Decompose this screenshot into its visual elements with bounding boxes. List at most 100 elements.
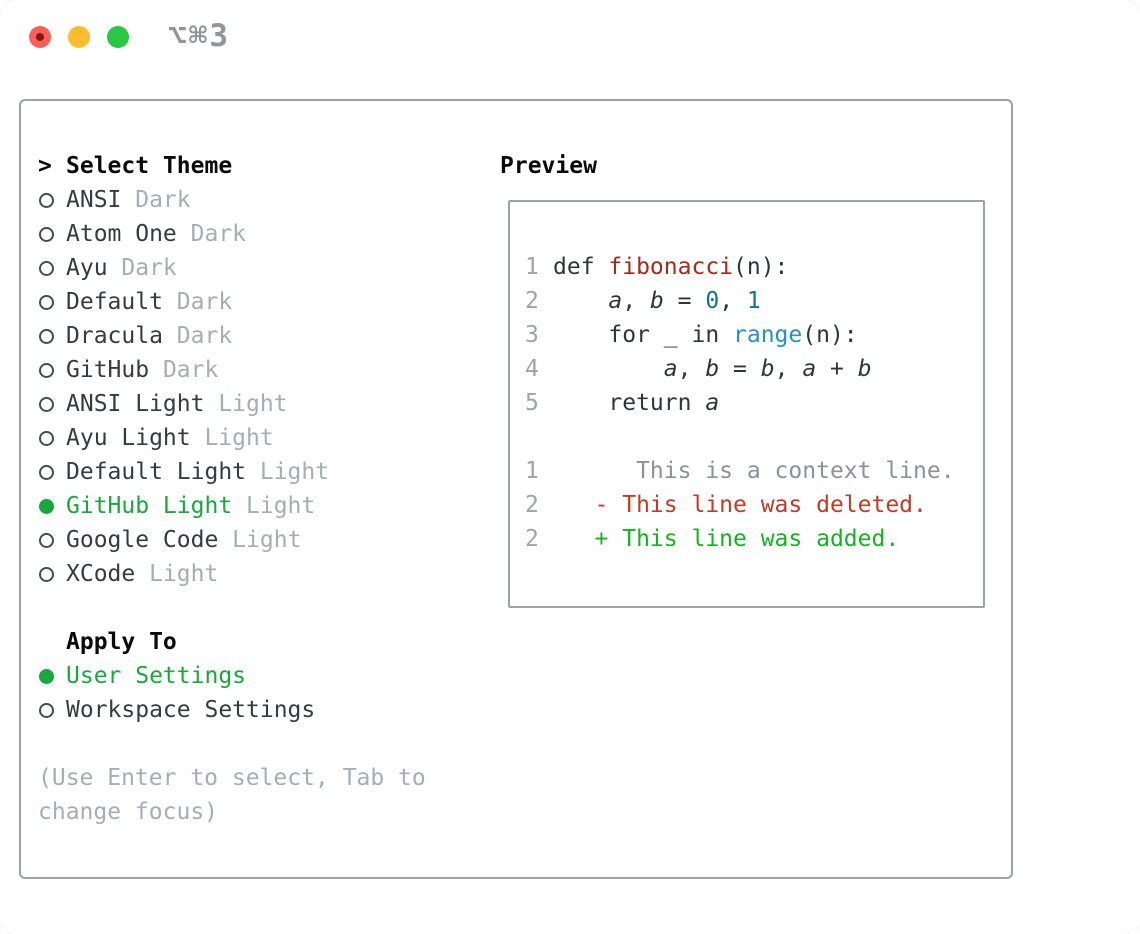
radio-icon bbox=[39, 226, 54, 242]
theme-item-default-light[interactable]: Default Light Light bbox=[38, 455, 426, 489]
code-token: a bbox=[802, 356, 817, 382]
select-theme-title: Select Theme bbox=[66, 153, 233, 179]
option-label: Workspace Settings bbox=[66, 697, 316, 723]
code-line: 2 - This line was deleted. bbox=[525, 488, 955, 522]
radio-icon bbox=[39, 532, 54, 548]
minimize-button[interactable] bbox=[68, 26, 90, 48]
option-label: Default bbox=[66, 289, 163, 315]
code-token: = bbox=[663, 288, 706, 314]
code-token: = bbox=[719, 356, 761, 382]
option-label: ANSI Light bbox=[66, 391, 205, 417]
theme-item-google-code[interactable]: Google Code Light bbox=[38, 523, 426, 557]
traffic-lights bbox=[29, 26, 129, 48]
radio-icon bbox=[39, 566, 54, 582]
radio-selected-icon bbox=[39, 498, 54, 514]
line-number: 2 bbox=[525, 492, 539, 518]
line-number: 1 bbox=[525, 254, 539, 280]
code-line: 4 a, b = b, a + b bbox=[525, 352, 955, 386]
option-variant-label: Dark bbox=[107, 255, 177, 281]
radio-icon bbox=[39, 396, 54, 412]
code-token bbox=[553, 352, 664, 386]
code-token: , bbox=[719, 288, 747, 314]
option-variant-label: Dark bbox=[149, 357, 219, 383]
code-line: 1 This is a context line. bbox=[525, 454, 955, 488]
code-token: b bbox=[705, 356, 720, 382]
code-token: + bbox=[816, 356, 858, 382]
code-token: + This line was added. bbox=[553, 526, 900, 552]
theme-item-ayu-light[interactable]: Ayu Light Light bbox=[38, 421, 426, 455]
theme-item-ansi[interactable]: ANSI Dark bbox=[38, 183, 426, 217]
line-number: 1 bbox=[525, 458, 539, 484]
radio-icon bbox=[39, 294, 54, 310]
code-token: , bbox=[774, 356, 803, 382]
option-variant-label: Light bbox=[190, 425, 274, 451]
theme-item-github[interactable]: GitHub Dark bbox=[38, 353, 426, 387]
code-token: for _ in bbox=[553, 322, 734, 348]
code-line: 3 for _ in range(n): bbox=[525, 318, 955, 352]
code-line: 5 return a bbox=[525, 386, 955, 420]
option-label: User Settings bbox=[66, 663, 247, 689]
title-bar: ⌥⌘3 bbox=[0, 0, 1140, 74]
theme-item-dracula[interactable]: Dracula Dark bbox=[38, 319, 426, 353]
theme-item-atom-one[interactable]: Atom One Dark bbox=[38, 217, 426, 251]
option-label: XCode bbox=[66, 561, 136, 587]
code-token: range bbox=[733, 322, 803, 348]
close-button[interactable] bbox=[29, 26, 51, 48]
option-variant-label: Light bbox=[218, 527, 302, 553]
option-variant-label: Light bbox=[232, 493, 316, 519]
apply-to-title: Apply To bbox=[66, 629, 177, 655]
line-number: 2 bbox=[525, 288, 539, 314]
option-label: Ayu bbox=[66, 255, 108, 281]
line-number: 4 bbox=[525, 356, 539, 382]
select-theme-header: > Select Theme bbox=[38, 149, 426, 183]
code-token: a bbox=[663, 356, 678, 382]
apply-option-workspace-settings[interactable]: Workspace Settings bbox=[38, 693, 426, 727]
radio-selected-icon bbox=[39, 668, 54, 684]
help-text: (Use Enter to select, Tab to change focu… bbox=[38, 765, 426, 825]
radio-icon bbox=[39, 464, 54, 480]
radio-icon bbox=[39, 362, 54, 378]
code-token: , bbox=[677, 356, 706, 382]
theme-item-github-light[interactable]: GitHub Light Light bbox=[38, 489, 426, 523]
radio-icon bbox=[39, 702, 54, 718]
code-token: , bbox=[622, 288, 650, 314]
theme-item-xcode[interactable]: XCode Light bbox=[38, 557, 426, 591]
option-variant-label: Light bbox=[204, 391, 288, 417]
option-label: Dracula bbox=[66, 323, 163, 349]
line-number: 5 bbox=[525, 390, 539, 416]
code-token: def bbox=[553, 254, 609, 280]
preview-title: Preview bbox=[500, 153, 597, 179]
radio-icon bbox=[39, 328, 54, 344]
theme-item-default[interactable]: Default Dark bbox=[38, 285, 426, 319]
apply-to-header: Apply To bbox=[38, 625, 426, 659]
code-token: return bbox=[553, 390, 706, 416]
diff-lines: 1 This is a context line.2 - This line w… bbox=[525, 454, 955, 556]
option-label: Atom One bbox=[66, 221, 177, 247]
code-token: a bbox=[608, 288, 623, 314]
window-title: ⌥⌘3 bbox=[168, 18, 230, 54]
code-token: 0 bbox=[705, 288, 720, 314]
theme-item-ayu[interactable]: Ayu Dark bbox=[38, 251, 426, 285]
apply-option-user-settings[interactable]: User Settings bbox=[38, 659, 426, 693]
theme-item-ansi-light[interactable]: ANSI Light Light bbox=[38, 387, 426, 421]
line-number: 3 bbox=[525, 322, 539, 348]
zoom-button[interactable] bbox=[107, 26, 129, 48]
spacer bbox=[38, 591, 426, 625]
code-token: b bbox=[760, 356, 775, 382]
code-token: - This line was deleted. bbox=[553, 492, 927, 518]
option-label: ANSI bbox=[66, 187, 122, 213]
radio-icon bbox=[39, 260, 54, 276]
radio-icon bbox=[39, 430, 54, 446]
code-token: b bbox=[649, 288, 664, 314]
code-token: 1 bbox=[746, 288, 761, 314]
option-variant-label: Dark bbox=[162, 289, 233, 315]
